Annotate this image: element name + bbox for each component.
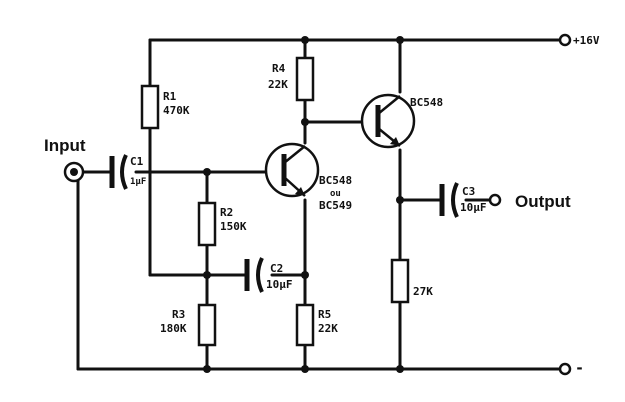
c2-name: C2 — [270, 262, 283, 275]
ground-terminal — [558, 362, 572, 376]
output-terminal — [488, 193, 502, 207]
junction-dot — [203, 365, 211, 373]
r3-name: R3 — [172, 308, 185, 321]
capacitor-c2 — [244, 257, 264, 293]
r6-value: 27K — [413, 285, 433, 298]
junction-dot — [396, 196, 404, 204]
c3-value: 10µF — [460, 201, 487, 214]
c3-name: C3 — [462, 185, 475, 198]
r5-value: 22K — [318, 322, 338, 335]
capacitor-c1 — [109, 154, 128, 190]
junction-dot — [301, 365, 309, 373]
junction-dot — [396, 36, 404, 44]
resistor-r5 — [295, 303, 315, 347]
r4-name: R4 — [272, 62, 286, 75]
transistor-q1 — [264, 142, 320, 198]
c1-name: C1 — [130, 155, 144, 168]
junction-dot — [203, 168, 211, 176]
resistor-r2 — [197, 201, 217, 247]
resistor-27k — [390, 258, 410, 304]
resistor-r1 — [140, 84, 160, 130]
r2-value: 150K — [220, 220, 247, 233]
junctions — [203, 36, 404, 373]
q1-alt: BC549 — [319, 199, 352, 212]
output-label: Output — [515, 192, 571, 211]
input-label: Input — [44, 136, 86, 155]
q1-or: ou — [330, 189, 341, 199]
r5-name: R5 — [318, 308, 331, 321]
c1-value: 1µF — [130, 177, 146, 187]
junction-dot — [301, 271, 309, 279]
r4-value: 22K — [268, 78, 288, 91]
transistor-q2 — [360, 93, 416, 149]
c2-value: 10µF — [266, 278, 293, 291]
r1-value: 470K — [163, 104, 190, 117]
r2-name: R2 — [220, 206, 233, 219]
junction-dot — [301, 118, 309, 126]
capacitor-c3 — [439, 182, 459, 218]
q1-type: BC548 — [319, 174, 352, 187]
r1-name: R1 — [163, 90, 177, 103]
positive-terminal — [558, 33, 572, 47]
resistor-r3 — [197, 303, 217, 347]
r3-value: 180K — [160, 322, 187, 335]
input-jack — [63, 161, 85, 183]
positive-supply-label: +16V — [573, 34, 600, 47]
junction-dot — [396, 365, 404, 373]
junction-dot — [203, 271, 211, 279]
junction-dot — [301, 36, 309, 44]
resistor-r4 — [295, 56, 315, 102]
q2-type: BC548 — [410, 96, 443, 109]
negative-supply-label: - — [575, 359, 584, 377]
